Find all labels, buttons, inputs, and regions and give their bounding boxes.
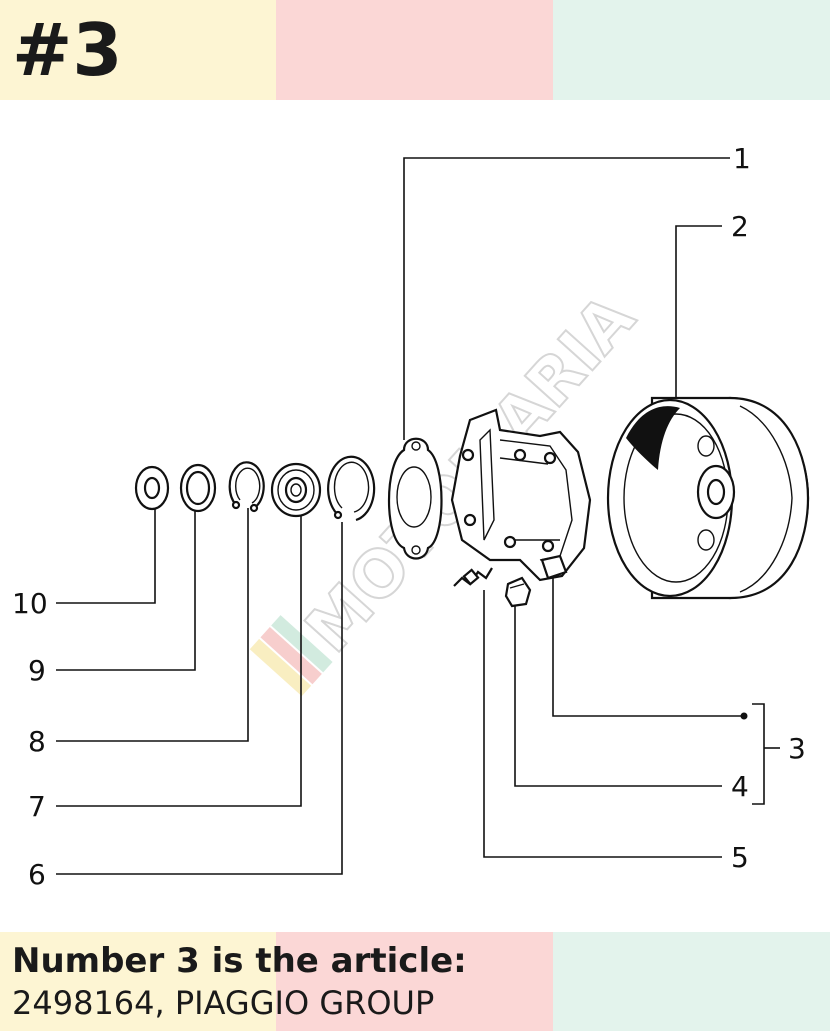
band-mint-bottom — [553, 932, 830, 1031]
band-yellow — [0, 0, 276, 100]
part-5-spring — [453, 567, 493, 587]
part-6-circlip — [327, 455, 376, 522]
callout-7: 7 — [28, 790, 46, 823]
item-number-badge: #3 — [12, 8, 123, 92]
callout-10: 10 — [12, 587, 48, 620]
part-3-brake-shoes — [450, 408, 592, 582]
band-mint — [553, 0, 830, 100]
callout-1: 1 — [733, 142, 751, 175]
callout-6: 6 — [28, 858, 46, 891]
part-2-brake-drum — [606, 396, 810, 600]
band-pink — [276, 0, 553, 100]
caption-heading: Number 3 is the article: — [12, 941, 467, 981]
part-4-cam — [504, 576, 532, 608]
leader-lines — [56, 157, 780, 875]
caption-article-number: 2498164, PIAGGIO GROUP — [12, 984, 435, 1022]
callout-8: 8 — [28, 725, 46, 758]
exploded-parts-diagram: MOTOMARIA — [12, 142, 810, 891]
top-color-band — [0, 0, 830, 100]
article-caption: Number 3 is the article: 2498164, PIAGGI… — [12, 940, 467, 1024]
part-9-ring — [179, 463, 217, 513]
part-8-circlip — [228, 461, 265, 513]
bottom-color-band — [0, 932, 830, 1031]
band-pink-bottom — [276, 932, 553, 1031]
callout-9: 9 — [28, 654, 46, 687]
callout-4: 4 — [731, 770, 749, 803]
part-1-gasket — [387, 437, 443, 560]
band-yellow-bottom — [0, 932, 276, 1031]
callout-2: 2 — [731, 210, 749, 243]
part-7-bearing — [270, 462, 322, 518]
callout-3: 3 — [788, 732, 806, 765]
part-10-washer — [134, 465, 170, 511]
callout-5: 5 — [731, 841, 749, 874]
